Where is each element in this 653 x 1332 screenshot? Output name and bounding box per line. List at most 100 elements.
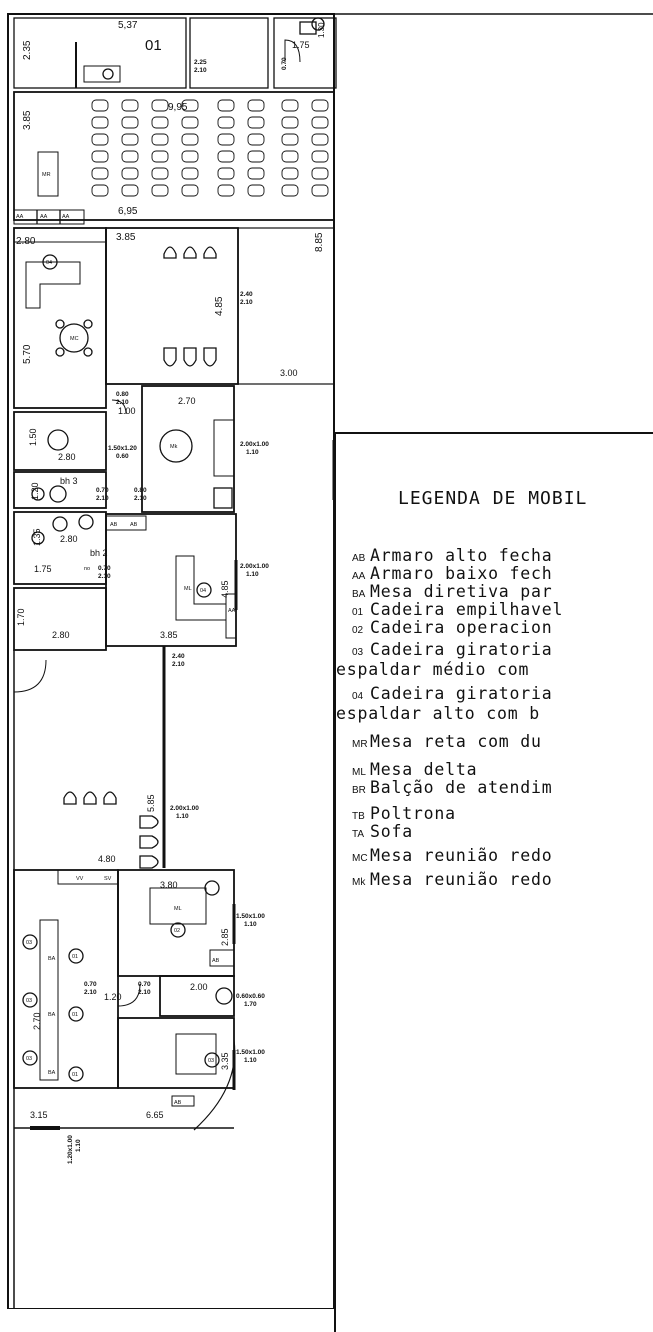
svg-text:AA: AA (16, 214, 24, 220)
svg-text:01: 01 (72, 1072, 78, 1078)
office-left (13, 227, 107, 409)
auditorium-chair (181, 167, 199, 180)
svg-text:2.10: 2.10 (84, 989, 97, 996)
svg-text:AA: AA (228, 608, 236, 614)
svg-text:2.70: 2.70 (178, 396, 196, 406)
svg-text:2.10: 2.10 (138, 989, 151, 996)
svg-text:03: 03 (26, 1056, 32, 1062)
auditorium-chair (247, 184, 265, 197)
svg-text:0.70: 0.70 (281, 57, 288, 70)
svg-text:AB: AB (130, 522, 138, 528)
svg-text:4.80: 4.80 (98, 854, 116, 864)
auditorium-chair (91, 167, 109, 180)
svg-text:2.00x1.00: 2.00x1.00 (240, 563, 269, 570)
svg-text:1.20: 1.20 (104, 992, 122, 1002)
svg-text:1.20x1.00: 1.20x1.00 (67, 1135, 74, 1164)
svg-text:2.10: 2.10 (134, 495, 147, 502)
auditorium-chair (281, 184, 299, 197)
auditorium-chair (121, 99, 139, 112)
svg-text:9,95: 9,95 (168, 102, 188, 113)
office-ml (105, 513, 237, 647)
svg-text:ML: ML (174, 906, 182, 912)
svg-text:1.70: 1.70 (16, 608, 26, 626)
plan-outer-border (7, 13, 335, 1309)
svg-text:AB: AB (174, 1100, 182, 1106)
svg-text:ML: ML (184, 586, 192, 592)
svg-text:2.10: 2.10 (98, 573, 111, 580)
svg-text:1.10: 1.10 (246, 571, 259, 578)
auditorium-chair (181, 133, 199, 146)
auditorium-chair (91, 116, 109, 129)
svg-text:6.65: 6.65 (146, 1110, 164, 1120)
auditorium-chair (311, 150, 329, 163)
svg-text:2.00x1.00: 2.00x1.00 (240, 441, 269, 448)
svg-text:02: 02 (174, 928, 180, 934)
auditorium-chair (311, 184, 329, 197)
auditorium-chair (181, 99, 199, 112)
auditorium-chair (151, 99, 169, 112)
svg-text:1.30: 1.30 (317, 22, 326, 38)
svg-text:2.00: 2.00 (190, 982, 208, 992)
auditorium-chair (311, 167, 329, 180)
svg-text:2.85: 2.85 (220, 928, 230, 946)
svg-text:2.25: 2.25 (194, 59, 207, 66)
svg-text:8.85: 8.85 (314, 232, 325, 252)
svg-text:2.00x1.00: 2.00x1.00 (170, 805, 199, 812)
svg-text:MR: MR (42, 172, 51, 178)
svg-text:3.85: 3.85 (22, 110, 33, 130)
svg-text:2.10: 2.10 (172, 661, 185, 668)
svg-text:03: 03 (26, 940, 32, 946)
svg-text:5.70: 5.70 (22, 344, 33, 364)
svg-text:BA: BA (48, 1012, 56, 1018)
svg-text:5,37: 5,37 (118, 20, 138, 31)
svg-text:0.70: 0.70 (98, 565, 111, 572)
svg-text:01: 01 (72, 954, 78, 960)
auditorium-chair (311, 133, 329, 146)
auditorium-chair (91, 133, 109, 146)
auditorium-chair (151, 184, 169, 197)
auditorium-chair (121, 116, 139, 129)
auditorium-chair (121, 184, 139, 197)
svg-text:1.10: 1.10 (244, 921, 257, 928)
svg-text:AA: AA (40, 214, 48, 220)
svg-text:1.50: 1.50 (28, 428, 38, 446)
svg-text:1.35: 1.35 (32, 528, 42, 546)
auditorium-chair (281, 167, 299, 180)
svg-text:1.75: 1.75 (292, 40, 310, 50)
auditorium-chair (217, 116, 235, 129)
auditorium-chair (181, 184, 199, 197)
svg-text:4.85: 4.85 (214, 296, 225, 316)
auditorium-chair (217, 150, 235, 163)
svg-text:3.00: 3.00 (280, 368, 298, 378)
svg-text:2.40: 2.40 (172, 653, 185, 660)
svg-text:3.85: 3.85 (160, 630, 178, 640)
svg-text:bh 2: bh 2 (90, 548, 108, 558)
svg-text:1.75: 1.75 (34, 564, 52, 574)
auditorium-chair (91, 150, 109, 163)
auditorium-chair (151, 133, 169, 146)
auditorium-chair (217, 133, 235, 146)
svg-text:3.35: 3.35 (220, 1052, 230, 1070)
svg-text:2.10: 2.10 (116, 399, 129, 406)
svg-text:1.50x1.20: 1.50x1.20 (108, 445, 137, 452)
auditorium-chair (311, 99, 329, 112)
auditorium-chair (217, 184, 235, 197)
auditorium-chair (181, 116, 199, 129)
svg-text:3.85: 3.85 (116, 232, 136, 243)
auditorium-chair (121, 133, 139, 146)
svg-text:1.10: 1.10 (75, 1139, 82, 1152)
svg-text:0.60: 0.60 (116, 453, 129, 460)
auditorium-chair (151, 167, 169, 180)
auditorium (13, 91, 335, 221)
large-room-right (237, 227, 335, 385)
svg-text:0.80: 0.80 (134, 487, 147, 494)
